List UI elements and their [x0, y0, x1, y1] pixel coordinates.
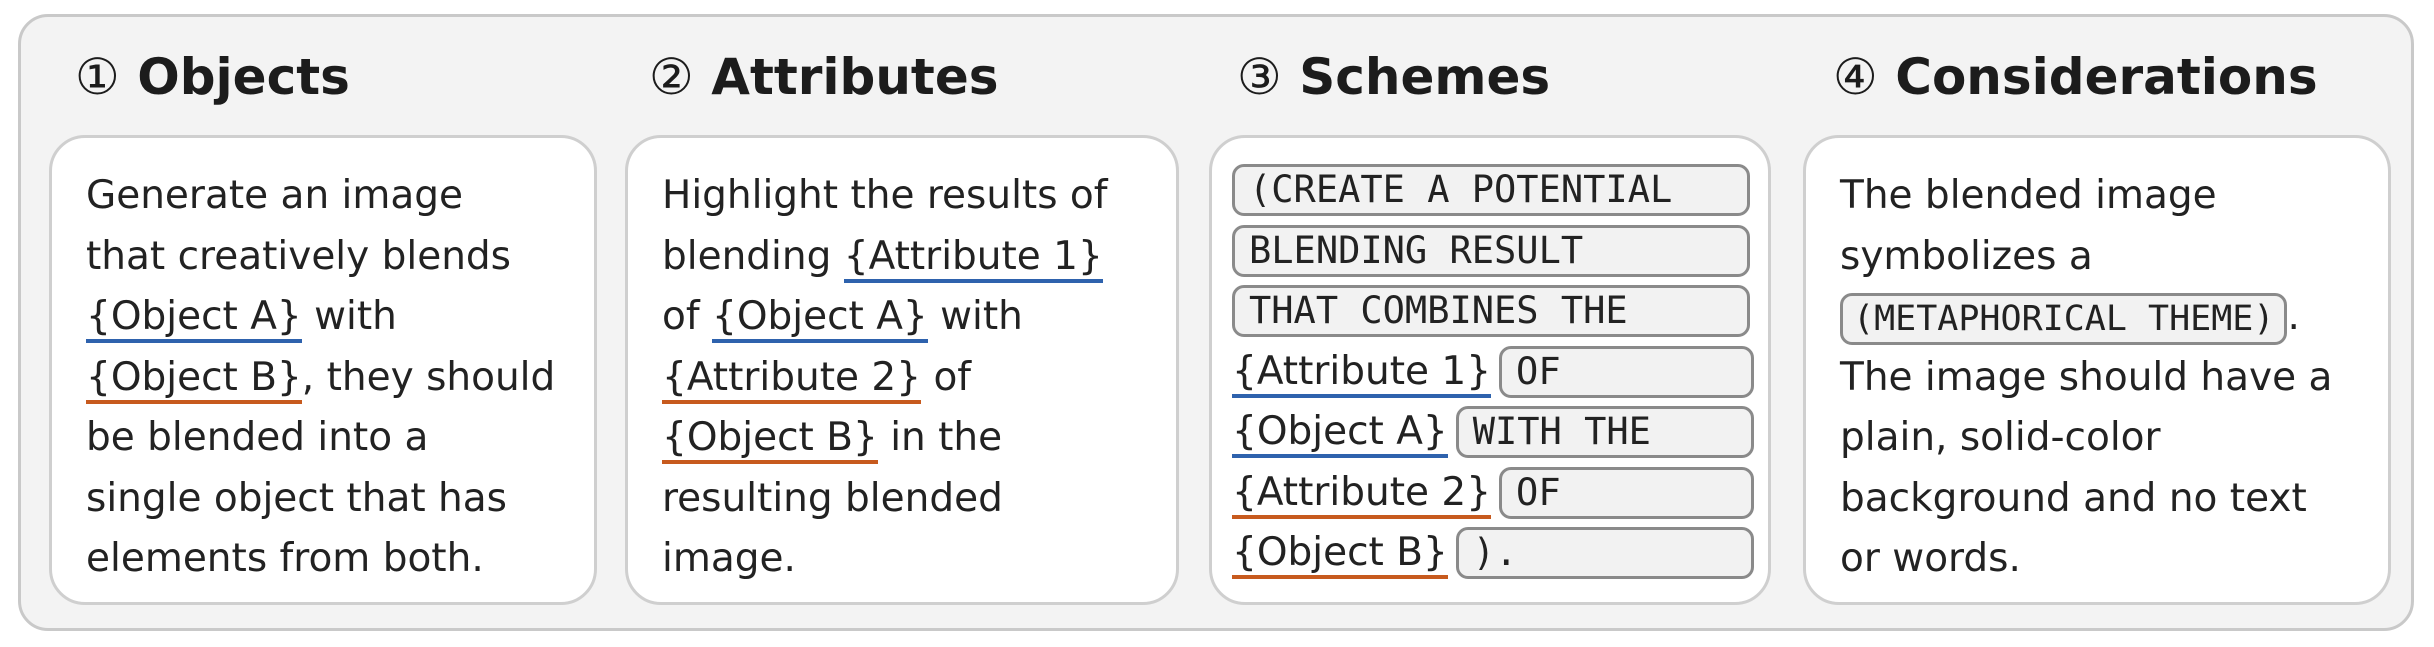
- text-segment: that creatively blends: [86, 233, 512, 279]
- objects-heading: ① Objects: [75, 47, 350, 107]
- placeholder-token: {Attribute 2}: [662, 354, 922, 404]
- text-line: of {Object A} with: [662, 287, 1108, 348]
- considerations-heading-number: ④: [1833, 48, 1878, 106]
- schemes-card-text: (CREATE A POTENTIAL BLENDING RESULT THAT C…: [1232, 160, 1755, 584]
- text-segment: The image should have a: [1840, 354, 2333, 400]
- objects-heading-title: Objects: [137, 48, 350, 106]
- text-segment: Highlight the results of: [662, 173, 1108, 218]
- text-line: be blended into a: [86, 408, 555, 469]
- text-segment: , they should: [301, 354, 556, 400]
- scheme-slot-chip: WITH THE: [1455, 406, 1754, 458]
- attributes-card-text: Highlight the results of blending {Attrib…: [662, 166, 1108, 590]
- placeholder-token: {Attribute 1}: [843, 233, 1103, 283]
- text-line: {Attribute 2} of: [662, 348, 1108, 409]
- text-segment: in the: [877, 415, 1003, 460]
- placeholder-token: {Attribute 2}: [1232, 469, 1492, 519]
- text-segment: image.: [662, 536, 796, 581]
- scheme-line: {Object A}WITH THE: [1232, 402, 1754, 463]
- placeholder-token: {Object A}: [86, 294, 302, 343]
- text-segment: be blended into a: [86, 415, 429, 460]
- text-segment: The blended image: [1840, 173, 2217, 218]
- text-line: that creatively blends: [86, 227, 555, 288]
- attributes-heading: ② Attributes: [649, 47, 999, 107]
- text-line: resulting blended: [662, 469, 1108, 530]
- text-segment: elements from both.: [86, 536, 484, 581]
- text-line: single object that has: [86, 469, 555, 530]
- text-line: (METAPHORICAL THEME).: [1840, 287, 2332, 348]
- attributes-heading-title: Attributes: [711, 48, 999, 106]
- scheme-line: {Attribute 2}OF: [1232, 463, 1755, 524]
- schemes-heading-title: Schemes: [1299, 48, 1551, 106]
- placeholder-token: {Object A}: [712, 294, 928, 343]
- text-segment: .: [2287, 294, 2300, 339]
- attributes-card: Highlight the results of blending {Attrib…: [625, 135, 1179, 605]
- objects-heading-number: ①: [75, 48, 120, 106]
- text-line: The blended image: [1840, 166, 2332, 227]
- scheme-line: {Attribute 1}OF: [1232, 342, 1755, 403]
- text-line: elements from both.: [86, 529, 555, 590]
- text-segment: blending: [662, 233, 844, 279]
- considerations-heading-title: Considerations: [1895, 48, 2318, 106]
- scheme-slot-chip: ).: [1455, 527, 1754, 579]
- scheme-slot-chip: OF: [1499, 466, 1755, 519]
- objects-card-text: Generate an image that creatively blends {…: [86, 166, 555, 590]
- scheme-line: BLENDING RESULT: [1232, 221, 1754, 282]
- text-segment: resulting blended: [662, 475, 1003, 521]
- placeholder-token: {Object B}: [662, 415, 878, 464]
- scheme-slot-chip: BLENDING RESULT: [1232, 224, 1750, 277]
- scheme-slot-chip: THAT COMBINES THE: [1232, 285, 1750, 337]
- text-line: Generate an image: [86, 166, 555, 227]
- text-segment: with: [301, 294, 397, 339]
- text-segment: single object that has: [86, 475, 507, 521]
- placeholder-token: {Object B}: [86, 354, 302, 404]
- text-segment: Generate an image: [86, 173, 464, 218]
- schemes-heading: ③ Schemes: [1237, 47, 1550, 107]
- text-line: The image should have a: [1840, 348, 2332, 409]
- scheme-slot-chip: (CREATE A POTENTIAL: [1232, 164, 1750, 216]
- text-line: Highlight the results of: [662, 166, 1108, 227]
- attributes-heading-number: ②: [649, 48, 694, 106]
- text-line: background and no text: [1840, 469, 2332, 530]
- text-segment: symbolizes a: [1840, 233, 2093, 279]
- objects-card: Generate an image that creatively blends {…: [49, 135, 597, 605]
- text-line: or words.: [1840, 529, 2332, 590]
- text-segment: of: [921, 354, 972, 400]
- text-line: {Object B} in the: [662, 408, 1108, 469]
- text-segment: with: [927, 294, 1023, 339]
- text-segment: plain, solid-color: [1840, 415, 2161, 460]
- scheme-line: (CREATE A POTENTIAL: [1232, 160, 1754, 221]
- placeholder-token: {Object B}: [1232, 530, 1448, 579]
- text-segment: or words.: [1840, 536, 2021, 581]
- schemes-card: (CREATE A POTENTIAL BLENDING RESULT THAT C…: [1209, 135, 1771, 605]
- text-line: image.: [662, 529, 1108, 590]
- text-segment: of: [662, 294, 712, 339]
- text-line: symbolizes a: [1840, 227, 2332, 288]
- placeholder-token: {Object A}: [1232, 409, 1448, 458]
- theme-slot-chip: (METAPHORICAL THEME): [1840, 292, 2288, 345]
- placeholder-token: {Attribute 1}: [1232, 348, 1492, 398]
- prompt-template-panel: ① Objects Generate an image that creative…: [18, 14, 2414, 631]
- scheme-line: THAT COMBINES THE: [1232, 281, 1754, 342]
- considerations-card-text: The blended image symbolizes a (METAPHORIC…: [1840, 166, 2332, 590]
- scheme-line: {Object B}).: [1232, 523, 1754, 584]
- considerations-heading: ④ Considerations: [1833, 47, 2318, 107]
- scheme-slot-chip: OF: [1499, 345, 1755, 398]
- schemes-heading-number: ③: [1237, 48, 1282, 106]
- text-line: {Object B}, they should: [86, 348, 555, 409]
- text-line: {Object A} with: [86, 287, 555, 348]
- considerations-card: The blended image symbolizes a (METAPHORIC…: [1803, 135, 2391, 605]
- text-segment: background and no text: [1840, 475, 2307, 521]
- text-line: plain, solid-color: [1840, 408, 2332, 469]
- text-line: blending {Attribute 1}: [662, 227, 1108, 288]
